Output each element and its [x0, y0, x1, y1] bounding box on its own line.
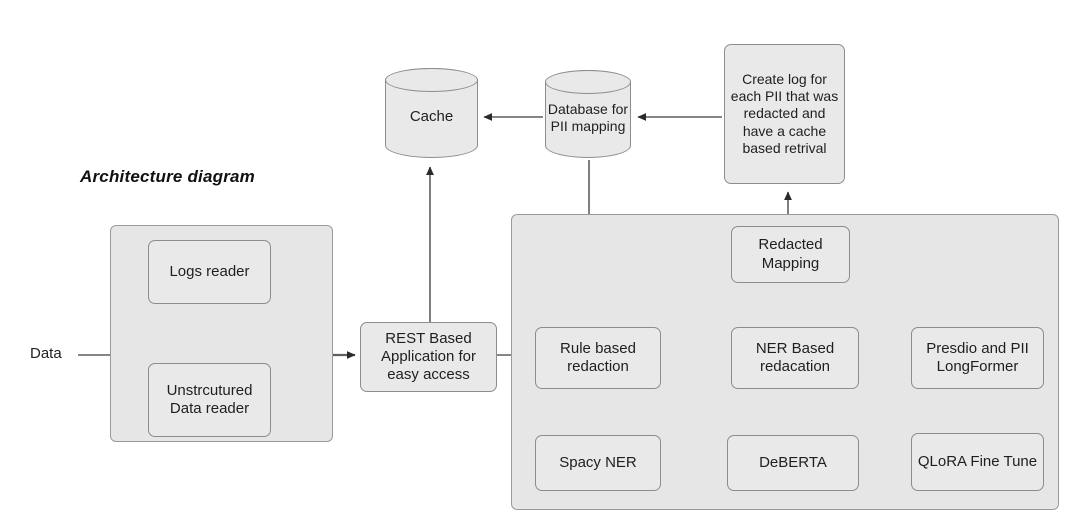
node-redacted-mapping[interactable]: Redacted Mapping — [731, 226, 850, 283]
node-deberta-label: DeBERTA — [759, 453, 827, 471]
node-rest-gateway-label: REST Based Application for easy access — [380, 329, 477, 384]
node-rule-based-redaction[interactable]: Rule based redaction — [535, 327, 661, 389]
node-ner-based-redaction[interactable]: NER Based redacation — [731, 327, 859, 389]
node-redacted-mapping-label: Redacted Mapping — [758, 236, 823, 272]
cylinder-top-ellipse — [545, 70, 631, 94]
node-qlora-fine-tune-label: QLoRA Fine Tune — [917, 452, 1038, 470]
node-cache-label: Cache — [409, 107, 454, 125]
cylinder-top-ellipse — [385, 68, 478, 92]
node-logs-reader[interactable]: Logs reader — [148, 240, 271, 304]
node-database-pii-mapping-label: Database for PII mapping — [547, 100, 629, 134]
node-unstructured-data-reader[interactable]: Unstrcutured Data reader — [148, 363, 271, 437]
node-unstructured-data-reader-label: Unstrcutured Data reader — [166, 381, 253, 417]
node-rule-based-redaction-label: Rule based redaction — [560, 339, 636, 375]
node-logs-reader-label: Logs reader — [169, 262, 250, 280]
node-presidio-pii-longformer-label: Presdio and PII LongFormer — [926, 339, 1029, 375]
input-data-label: Data — [30, 345, 62, 362]
node-create-log-label: Create log for each PII that was redacte… — [730, 71, 839, 156]
node-presidio-pii-longformer[interactable]: Presdio and PII LongFormer — [911, 327, 1044, 389]
diagram-title: Architecture diagram — [80, 167, 255, 186]
node-spacy-ner-label: Spacy NER — [559, 453, 637, 471]
node-ner-based-redaction-label: NER Based redacation — [755, 339, 835, 375]
node-database-pii-mapping[interactable]: Database for PII mapping — [545, 70, 631, 158]
node-qlora-fine-tune[interactable]: QLoRA Fine Tune — [911, 433, 1044, 491]
node-deberta[interactable]: DeBERTA — [727, 435, 859, 491]
node-create-log[interactable]: Create log for each PII that was redacte… — [724, 44, 845, 184]
node-cache-datastore[interactable]: Cache — [385, 68, 478, 158]
node-rest-gateway[interactable]: REST Based Application for easy access — [360, 322, 497, 392]
node-spacy-ner[interactable]: Spacy NER — [535, 435, 661, 491]
